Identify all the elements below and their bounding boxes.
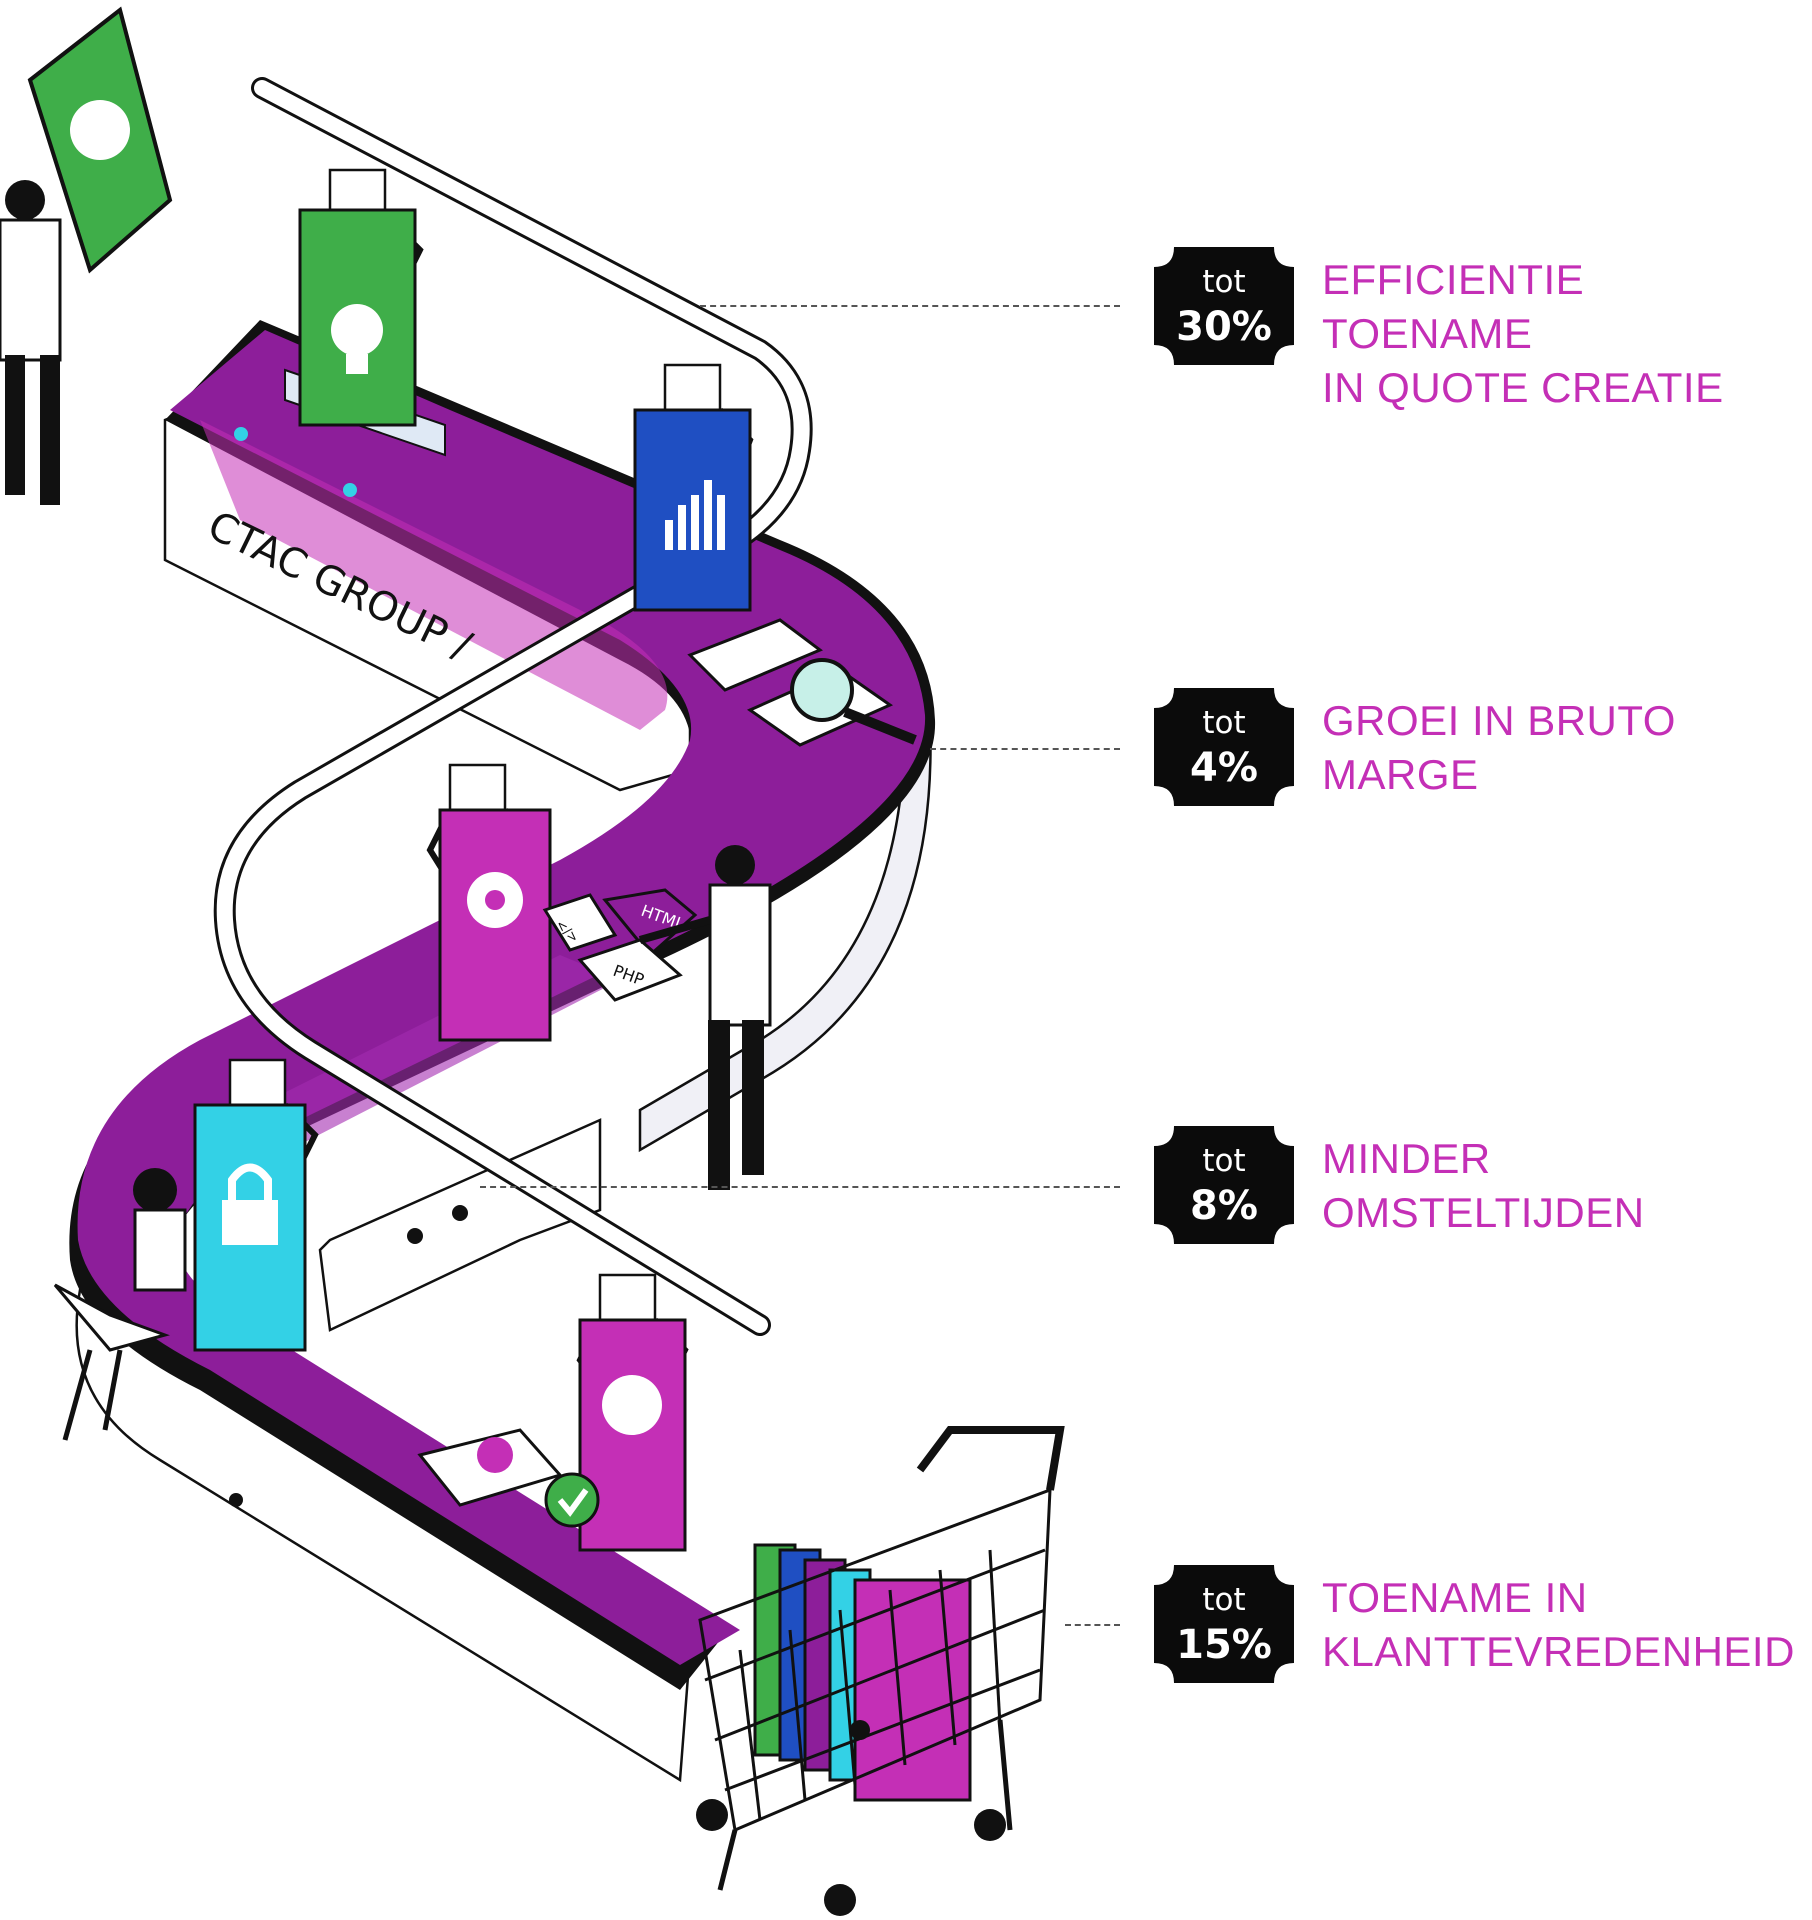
person-with-laptop	[53, 1168, 187, 1441]
stat-prefix: tot	[1202, 264, 1246, 300]
stat-prefix: tot	[1202, 705, 1246, 741]
stat-label-line: MARGE	[1322, 751, 1479, 798]
stat-value: 15%	[1176, 1622, 1272, 1668]
stat-value: 30%	[1176, 304, 1272, 350]
stat-badge: tot 15%	[1154, 1565, 1294, 1683]
profile-card	[578, 1318, 687, 1552]
stat-label-line: MINDER	[1322, 1135, 1491, 1182]
gear-icon	[467, 872, 523, 928]
shopping-cart-icon	[696, 1426, 1065, 1916]
person-at-conveyor	[638, 845, 772, 1190]
stat-label-line: TOENAME IN	[1322, 1574, 1588, 1621]
sensor-dot	[343, 483, 357, 497]
lightbulb-card	[284, 208, 446, 457]
stat-badge: tot 30%	[1154, 247, 1294, 365]
lightbulb-icon	[331, 304, 383, 374]
stat-badge: tot 4%	[1154, 688, 1294, 806]
code-tiles: HTML PHP </>	[542, 888, 698, 1002]
hole	[229, 1493, 243, 1507]
stat-value: 4%	[1190, 745, 1258, 791]
laptop	[53, 1283, 170, 1352]
stat-label-line: IN QUOTE CREATIE	[1322, 364, 1724, 411]
leader-line	[480, 1186, 1120, 1188]
hole	[407, 1228, 423, 1244]
leader-line	[700, 305, 1120, 307]
stat-label-line: KLANTTEVREDENHEID	[1322, 1628, 1795, 1675]
stat-prefix: tot	[1202, 1582, 1246, 1618]
stat-label: GROEI IN BRUTO MARGE	[1322, 694, 1802, 802]
stat-badge: tot 8%	[1154, 1126, 1294, 1244]
stat-value: 8%	[1190, 1183, 1258, 1229]
stat-prefix: tot	[1202, 1143, 1246, 1179]
padlock-icon	[222, 1163, 278, 1245]
bar-chart-icon	[665, 480, 725, 550]
person-holding-card	[0, 6, 173, 505]
checkmark-icon	[544, 1472, 600, 1528]
lightbulb-icon	[70, 100, 130, 160]
padlock-card	[193, 1103, 307, 1352]
leader-line	[1065, 1624, 1120, 1626]
stat-label-line: EFFICIENTIE TOENAME	[1322, 256, 1585, 357]
user-profile-icon	[602, 1375, 662, 1435]
leader-line	[930, 748, 1120, 750]
gear-card	[438, 808, 552, 1042]
report-tiles	[687, 618, 917, 747]
stat-label: TOENAME IN KLANTTEVREDENHEID	[1322, 1571, 1802, 1679]
hole	[452, 1205, 468, 1221]
magnifier-icon	[790, 658, 917, 745]
sensor-dot	[234, 427, 248, 441]
stat-label: MINDER OMSTELTIJDEN	[1322, 1132, 1802, 1240]
stat-label-line: GROEI IN BRUTO	[1322, 697, 1676, 744]
stat-label: EFFICIENTIE TOENAME IN QUOTE CREATIE	[1322, 253, 1802, 415]
bar-chart-card	[633, 408, 752, 612]
stat-label-line: OMSTELTIJDEN	[1322, 1189, 1645, 1236]
